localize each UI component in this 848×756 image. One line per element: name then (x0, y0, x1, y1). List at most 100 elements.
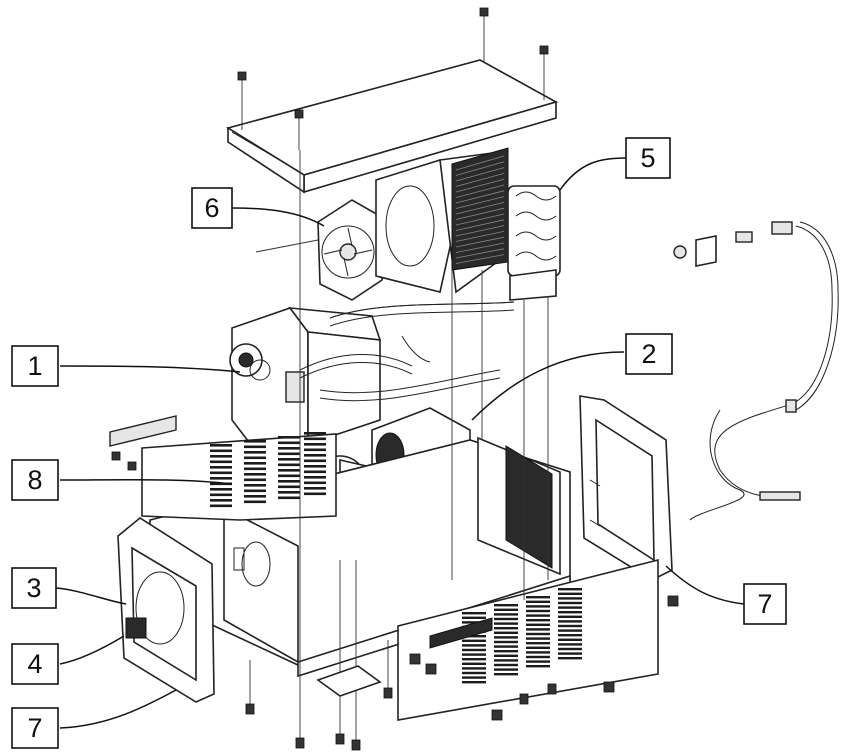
front-cover (397, 558, 659, 721)
vent-slot (494, 673, 518, 676)
vent-slot (244, 467, 266, 471)
heat-exchanger (451, 147, 561, 301)
vent-slot (304, 487, 326, 490)
heat-exchanger-fin (455, 167, 505, 182)
vent-slot (558, 597, 582, 600)
vent-slot (526, 619, 550, 622)
vent-slot (210, 471, 232, 475)
connector-cable (673, 221, 839, 521)
vent-slot (558, 588, 582, 591)
vent-slot (526, 614, 550, 617)
vent-slot (210, 449, 232, 453)
hoses (299, 301, 515, 402)
callout-4-label: 4 (27, 649, 42, 679)
vent-slot (526, 665, 550, 668)
vent-slot (494, 627, 518, 630)
vent-slot (304, 476, 326, 479)
fan-assembly (255, 199, 383, 301)
vent-slot (526, 600, 550, 603)
heat-exchanger-fin (455, 254, 505, 264)
vent-slot (304, 437, 326, 441)
vent-slot (278, 496, 300, 500)
vent-slot (462, 662, 486, 665)
vent-slot (526, 632, 550, 636)
vent-slot (244, 456, 266, 460)
vent-slot (304, 481, 326, 485)
vent-slot (526, 642, 550, 645)
vent-slot (558, 638, 582, 641)
vent-slot (494, 631, 518, 634)
callout-7-front: 7 (11, 707, 59, 749)
vent-slot (304, 448, 326, 452)
callout-6-label: 6 (204, 193, 219, 223)
pump-block (229, 307, 382, 447)
callout-5: 5 (625, 137, 671, 179)
vent-slot (462, 644, 486, 647)
vent-slot (210, 466, 232, 469)
heat-exchanger-fin (455, 207, 505, 220)
rear-frame (579, 395, 673, 581)
vent-slot (462, 621, 486, 624)
heat-exchanger-fin (455, 248, 505, 259)
bottom-screws (111, 150, 679, 751)
heat-exchanger-fin (455, 236, 505, 248)
vent-slot (210, 493, 232, 497)
vent-slot (462, 612, 486, 615)
heat-exchanger-fin (455, 242, 505, 253)
vent-slot (526, 623, 550, 626)
vent-slot (558, 611, 582, 614)
vent-slot (526, 609, 550, 613)
vent-slot (304, 470, 326, 474)
vent-slot (278, 491, 300, 494)
vent-slot (210, 499, 232, 502)
vent-slot (244, 473, 266, 476)
vent-slot (494, 650, 518, 653)
vent-slot (462, 639, 486, 642)
vent-slot (244, 462, 266, 465)
vent-slot (494, 613, 518, 616)
vent-slot (244, 495, 266, 498)
vent-slot (278, 480, 300, 483)
vent-slot (210, 460, 232, 464)
vent-slot (558, 592, 582, 595)
callout-7-rear-label: 7 (757, 589, 772, 619)
top-cover (226, 59, 559, 194)
vent-slot (244, 451, 266, 454)
vent-slot (494, 636, 518, 639)
vent-slot (462, 653, 486, 656)
vent-slot (210, 482, 232, 486)
vent-slot (244, 489, 266, 493)
vent-slot (210, 455, 232, 458)
vent-slot (558, 647, 582, 651)
heat-exchanger-fin (455, 178, 505, 193)
heat-exchanger-fin (455, 173, 505, 187)
vent-slot (462, 667, 486, 670)
callout-3-label: 3 (26, 573, 41, 603)
heat-exchanger-fin (455, 231, 505, 242)
callout-2-label: 2 (641, 339, 656, 369)
vent-slot (278, 452, 300, 456)
heat-exchanger-fin (455, 219, 505, 231)
vent-slot (278, 441, 300, 445)
callout-2: 2 (625, 333, 673, 375)
heat-exchanger-fin (455, 202, 505, 215)
vent-slot (494, 608, 518, 611)
vent-slot (462, 671, 486, 675)
vent-slot (304, 432, 326, 435)
top-cover-screws (237, 7, 549, 150)
vent-slot (494, 654, 518, 657)
vent-slot (304, 465, 326, 468)
vent-slot (278, 474, 300, 478)
callout-6: 6 (191, 187, 233, 229)
vent-slot (278, 469, 300, 472)
vent-slot (278, 447, 300, 450)
vent-slot (462, 658, 486, 661)
front-frame (117, 517, 215, 703)
vent-slot (558, 615, 582, 618)
vent-slot (304, 443, 326, 446)
vent-slot (526, 596, 550, 599)
label-plate (109, 415, 177, 447)
vent-slot (526, 660, 550, 663)
heat-exchanger-fin (455, 196, 505, 209)
